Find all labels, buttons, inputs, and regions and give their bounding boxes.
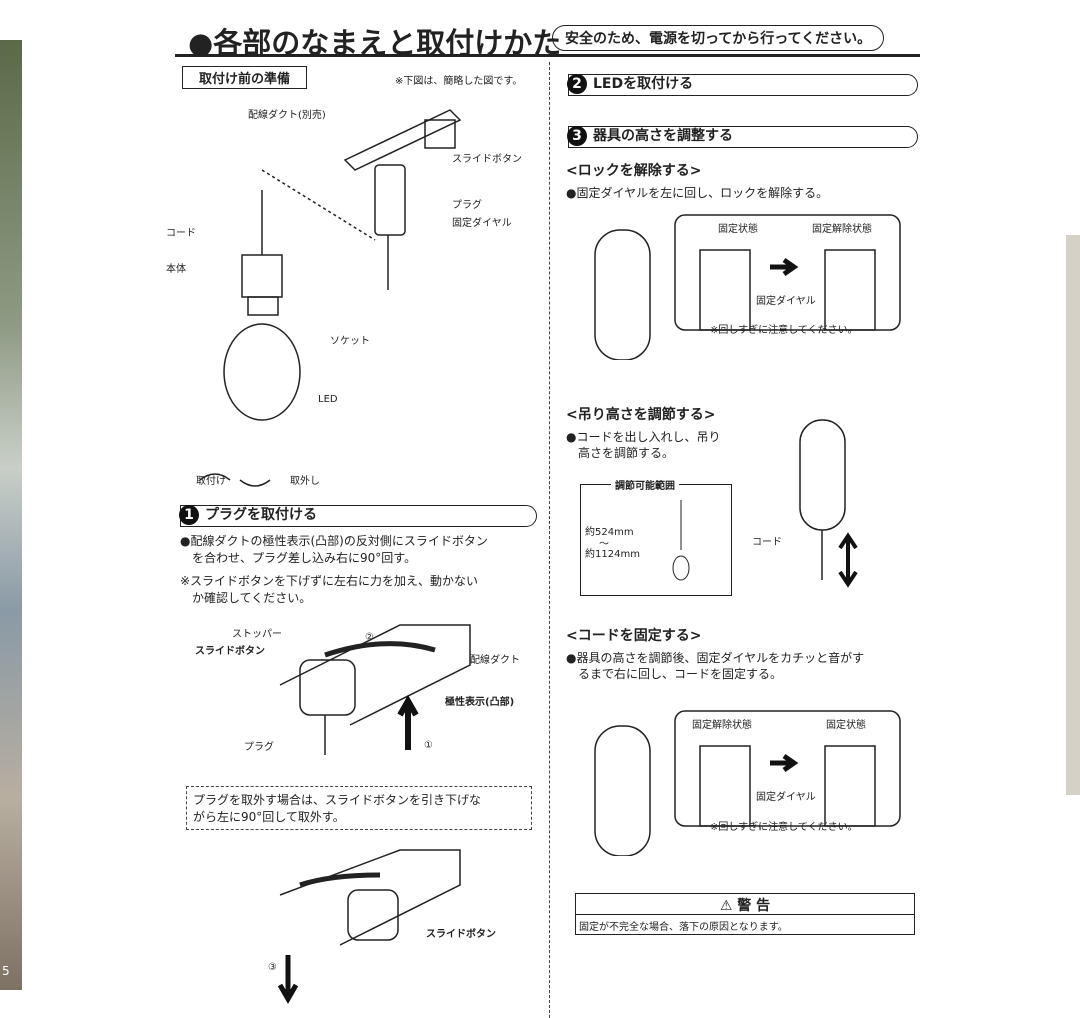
label-plug: プラグ bbox=[244, 742, 274, 753]
label-plug: プラグ bbox=[452, 200, 482, 211]
state-locked: 固定状態 bbox=[826, 720, 866, 731]
height-adjust-diagram bbox=[799, 419, 858, 588]
fix-text: ●器具の高さを調節後、固定ダイヤルをカチッと音がす bbox=[566, 651, 865, 665]
state-unlocked: 固定解除状態 bbox=[692, 720, 752, 731]
step1-header: 1 プラグを取付ける bbox=[179, 505, 537, 527]
step3-header: 3 器具の高さを調整する bbox=[567, 126, 918, 148]
background-photo-left bbox=[0, 40, 22, 990]
remove-note: プラグを取外す場合は、スライドボタンを引き下げな bbox=[193, 793, 482, 807]
state-unlocked: 固定解除状態 bbox=[812, 224, 872, 235]
step2-header: 2 LEDを取付ける bbox=[567, 74, 918, 96]
remove-note-box: プラグを取外す場合は、スライドボタンを引き下げな がら左に90°回して取外す。 bbox=[186, 786, 532, 830]
state-locked: 固定状態 bbox=[718, 224, 758, 235]
step1-text: ●配線ダクトの極性表示(凸部)の反対側にスライドボタン bbox=[180, 534, 488, 548]
label-duct: 配線ダクト bbox=[470, 655, 520, 666]
label-stopper: ストッパー bbox=[232, 629, 282, 640]
step-number: 3 bbox=[567, 126, 587, 146]
label-dial: 固定ダイヤル bbox=[756, 296, 816, 307]
label-socket: ソケット bbox=[330, 336, 370, 347]
label-dial: 固定ダイヤル bbox=[756, 792, 816, 803]
step-number: 1 bbox=[179, 505, 199, 525]
label-remove: 取外し bbox=[290, 476, 320, 487]
step2-heading: LEDを取付ける bbox=[593, 76, 694, 92]
label-step-2: ② bbox=[365, 632, 374, 643]
step1-text: を合わせ、プラグ差し込み右に90°回す。 bbox=[180, 551, 417, 565]
column-divider bbox=[549, 62, 550, 1018]
range-tilde: ～ bbox=[599, 539, 609, 550]
page-number: 5 bbox=[2, 964, 10, 978]
step1-heading: プラグを取付ける bbox=[205, 507, 317, 523]
range-box: 調節可能範囲 約524mm ～ 約1124mm bbox=[580, 477, 732, 596]
fixture-diagram bbox=[199, 109, 462, 487]
label-slide: スライドボタン bbox=[195, 646, 265, 657]
label-led: LED bbox=[318, 394, 338, 405]
label-attach: 取付け bbox=[196, 476, 226, 487]
height-heading: <吊り高さを調節する> bbox=[566, 407, 716, 423]
label-step-3: ③ bbox=[268, 962, 277, 973]
fix-text: るまで右に回し、コードを固定する。 bbox=[566, 667, 783, 681]
label-cord: コード bbox=[166, 228, 196, 239]
height-text: ●コードを出し入れし、吊り bbox=[566, 430, 721, 444]
unlock-heading: <ロックを解除する> bbox=[566, 163, 702, 179]
warning-box: ⚠ 警 告 固定が不完全な場合、落下の原因となります。 bbox=[575, 893, 915, 935]
label-cord: コード bbox=[752, 537, 782, 548]
step1-note: か確認してください。 bbox=[180, 591, 312, 605]
prep-heading: 取付け前の準備 bbox=[182, 66, 308, 89]
plug-remove-diagram bbox=[277, 849, 461, 1005]
label-step-1: ① bbox=[424, 740, 433, 751]
unlock-note: ※回しすぎに注意してください。 bbox=[710, 325, 858, 336]
height-text: 高さを調節する。 bbox=[566, 446, 675, 460]
safety-note: 安全のため、電源を切ってから行ってください。 bbox=[552, 25, 885, 51]
range-max: 約1124mm bbox=[585, 549, 640, 560]
step-number: 2 bbox=[567, 74, 587, 94]
fix-diagram bbox=[594, 710, 901, 856]
step1-note: ※スライドボタンを下げずに左右に力を加え、動かない bbox=[180, 574, 479, 588]
label-body: 本体 bbox=[166, 264, 186, 275]
label-polarity: 極性表示(凸部) bbox=[445, 697, 515, 708]
plug-attach-diagram bbox=[279, 624, 471, 755]
range-min: 約524mm bbox=[585, 527, 634, 538]
label-dial: 固定ダイヤル bbox=[452, 218, 512, 229]
remove-note: がら左に90°回して取外す。 bbox=[193, 810, 345, 824]
label-duct: 配線ダクト(別売) bbox=[248, 110, 326, 121]
warning-text: 固定が不完全な場合、落下の原因となります。 bbox=[579, 922, 788, 933]
background-photo-right bbox=[1066, 235, 1080, 795]
unlock-text: ●固定ダイヤルを左に回し、ロックを解除する。 bbox=[566, 186, 829, 200]
fix-heading: <コードを固定する> bbox=[566, 628, 702, 644]
fix-note: ※回しすぎに注意してください。 bbox=[710, 822, 858, 833]
title-rule bbox=[175, 54, 920, 57]
range-label: 調節可能範囲 bbox=[611, 477, 679, 492]
label-slide: スライドボタン bbox=[426, 929, 496, 940]
step3-heading: 器具の高さを調整する bbox=[593, 128, 733, 144]
warning-heading: ⚠ 警 告 bbox=[719, 898, 771, 914]
unlock-diagram bbox=[594, 214, 901, 360]
prep-note: ※下図は、簡略した図です。 bbox=[395, 76, 523, 87]
label-slide: スライドボタン bbox=[452, 154, 522, 165]
